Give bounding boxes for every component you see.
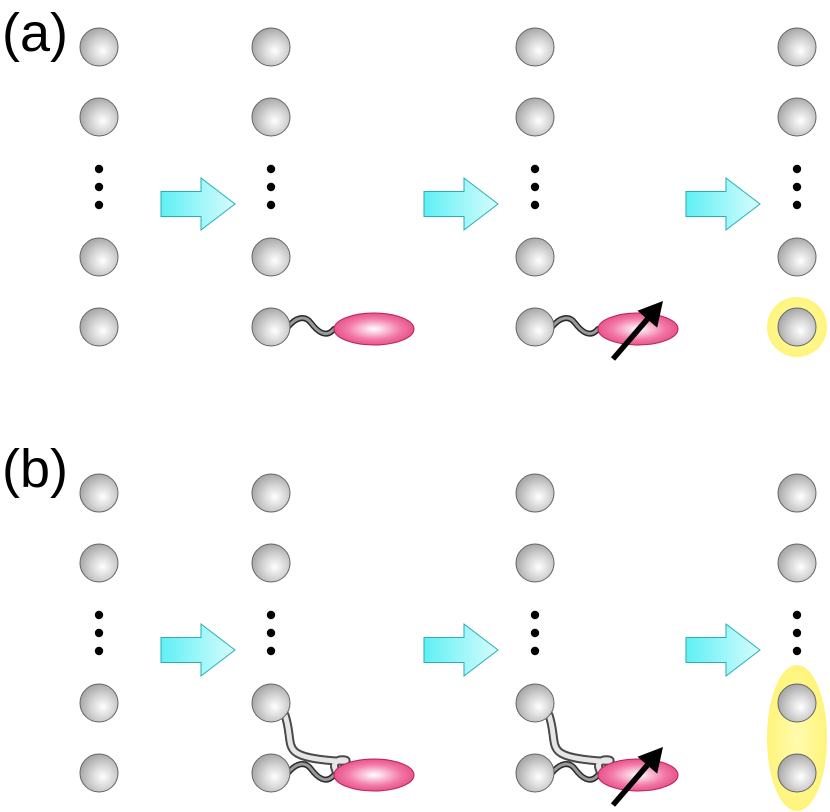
cyan-arrow-icon (423, 622, 499, 678)
gray-sphere-icon (515, 307, 555, 347)
linker-tube-highlight (550, 316, 600, 336)
ellipsis-dots-icon (792, 628, 802, 638)
ellipsis-dots-icon (530, 164, 540, 174)
cyan-arrow-icon (160, 622, 236, 678)
ellipsis-dots-icon (530, 182, 540, 192)
gray-sphere-icon (777, 683, 817, 723)
panel-label-a: (a) (2, 3, 68, 63)
spin-arrow-icon (610, 317, 650, 361)
ellipsis-dots-icon (530, 200, 540, 210)
ellipsis-dots-icon (792, 610, 802, 620)
ellipsis-dots-icon (94, 200, 104, 210)
long-linker-tube-highlight (546, 712, 613, 774)
gray-sphere-icon (777, 753, 817, 793)
ellipsis-dots-icon (266, 200, 276, 210)
cyan-arrow-icon (423, 176, 499, 232)
panel-label-b: (b) (2, 439, 68, 499)
gray-sphere-icon (515, 27, 555, 67)
gray-sphere-icon (251, 307, 291, 347)
linker-tube-highlight (286, 762, 336, 782)
gray-sphere-icon (777, 237, 817, 277)
gray-sphere-icon (79, 543, 119, 583)
gray-sphere-icon (515, 97, 555, 137)
gray-sphere-icon (515, 683, 555, 723)
gray-sphere-icon (515, 473, 555, 513)
ellipsis-dots-icon (530, 628, 540, 638)
gray-sphere-icon (251, 753, 291, 793)
gray-sphere-icon (79, 307, 119, 347)
ellipsis-dots-icon (266, 610, 276, 620)
linker-tube-highlight (286, 316, 336, 336)
ellipsis-dots-icon (792, 164, 802, 174)
gray-sphere-icon (79, 27, 119, 67)
ellipsis-dots-icon (94, 164, 104, 174)
ellipsis-dots-icon (792, 182, 802, 192)
gray-sphere-icon (515, 543, 555, 583)
ellipsis-dots-icon (792, 200, 802, 210)
ellipsis-dots-icon (94, 182, 104, 192)
long-linker-tube-highlight (282, 712, 349, 774)
ellipsis-dots-icon (792, 646, 802, 656)
gray-sphere-icon (79, 473, 119, 513)
ellipsis-dots-icon (530, 646, 540, 656)
gray-sphere-icon (79, 97, 119, 137)
gray-sphere-icon (79, 237, 119, 277)
gray-sphere-icon (515, 237, 555, 277)
gray-sphere-icon (79, 683, 119, 723)
gray-sphere-icon (777, 543, 817, 583)
ellipsis-dots-icon (94, 646, 104, 656)
ellipsis-dots-icon (94, 628, 104, 638)
ellipsis-dots-icon (530, 610, 540, 620)
cyan-arrow-icon (685, 622, 761, 678)
ellipsis-dots-icon (94, 610, 104, 620)
pink-ellipsoid-icon (333, 758, 415, 792)
ellipsis-dots-icon (266, 164, 276, 174)
gray-sphere-icon (515, 753, 555, 793)
cyan-arrow-icon (160, 176, 236, 232)
gray-sphere-icon (251, 97, 291, 137)
gray-sphere-icon (777, 27, 817, 67)
gray-sphere-icon (777, 473, 817, 513)
pink-ellipsoid-icon (333, 312, 415, 346)
gray-sphere-icon (251, 237, 291, 277)
gray-sphere-icon (251, 683, 291, 723)
linker-tube-highlight (550, 762, 600, 782)
gray-sphere-icon (79, 753, 119, 793)
ellipsis-dots-icon (266, 646, 276, 656)
spin-arrow-icon (610, 763, 650, 807)
spin-arrow-head (637, 747, 663, 774)
spin-arrow-head (637, 301, 663, 328)
ellipsis-dots-icon (266, 182, 276, 192)
gray-sphere-icon (251, 543, 291, 583)
gray-sphere-icon (251, 27, 291, 67)
gray-sphere-icon (251, 473, 291, 513)
gray-sphere-icon (777, 97, 817, 137)
ellipsis-dots-icon (266, 628, 276, 638)
gray-sphere-icon (777, 307, 817, 347)
cyan-arrow-icon (685, 176, 761, 232)
